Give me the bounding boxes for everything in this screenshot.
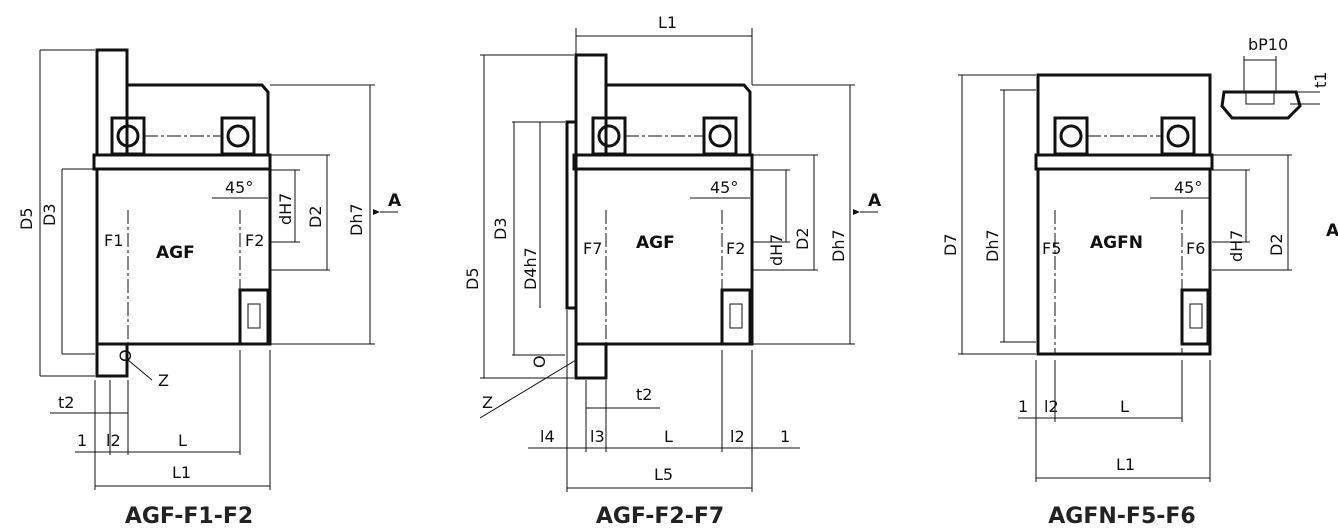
angle-right: 45° [1174, 178, 1202, 197]
label-agf-mid: AGF [636, 233, 675, 253]
dim-l1-right: L1 [1116, 455, 1135, 474]
body-right [1036, 167, 1212, 356]
label-z-mid: Z [482, 393, 493, 412]
dim-d2-mid: D2 [793, 228, 812, 251]
view-arrow-a-left: A [388, 191, 402, 211]
dim-d2-left: D2 [306, 206, 325, 229]
dim-l3: l3 [590, 427, 605, 446]
label-f2-mid: F2 [726, 239, 745, 258]
dim-l4: l4 [540, 427, 555, 446]
dim-d3-left: D3 [40, 204, 59, 227]
dim-dh7-mid: Dh7 [829, 229, 848, 262]
dim-1-left: 1 [77, 431, 87, 450]
dim-l1-left: L1 [172, 463, 191, 482]
dim-l-right: L [1120, 397, 1129, 416]
dim-l5: L5 [654, 465, 673, 484]
caption-agfn-f5-f6: AGFN-F5-F6 [1048, 504, 1195, 529]
dim-l2-mid: l2 [730, 427, 745, 446]
outer-ring [125, 83, 270, 157]
view-agfn-f5-f6: D7 Dh7 D2 dH7 45° A F5 AGFN F6 bP10 t1 1… [941, 35, 1338, 529]
dim-bp10: bP10 [1248, 35, 1288, 54]
dim-l1-mid: L1 [658, 13, 677, 32]
dim-1-right: 1 [1018, 397, 1028, 416]
label-z-left: Z [158, 371, 169, 390]
caption-agf-f2-f7: AGF-F2-F7 [596, 504, 724, 529]
label-agfn: AGFN [1090, 233, 1143, 253]
dim-dh7-bore-mid: dH7 [767, 234, 786, 266]
angle-left: 45° [225, 178, 253, 197]
dim-l-mid: L [664, 427, 673, 446]
dim-l2-left: l2 [106, 431, 121, 450]
dim-d4h7: D4h7 [521, 247, 540, 290]
outer-ring-mid [604, 83, 752, 157]
dim-d2-right: D2 [1267, 234, 1286, 257]
label-o-left: O [116, 349, 135, 362]
label-f2-left: F2 [245, 231, 264, 250]
flange-f2-bottom [238, 288, 270, 346]
label-f5: F5 [1042, 239, 1061, 258]
dim-t1: t1 [1311, 72, 1330, 88]
dim-dh7-right: Dh7 [983, 229, 1002, 262]
dim-dh7-bore-right: dH7 [1227, 230, 1246, 262]
view-arrow-a-right: A [1326, 221, 1338, 241]
dim-l-left: L [178, 431, 187, 450]
view-arrow-a-mid: A [868, 191, 882, 211]
dim-t2-left: t2 [58, 393, 74, 412]
angle-mid: 45° [710, 178, 738, 197]
label-f6: F6 [1186, 239, 1205, 258]
inner-ring [92, 153, 272, 171]
dim-d7: D7 [941, 234, 960, 257]
label-agf-left: AGF [156, 243, 195, 263]
pilot-d4 [565, 120, 578, 310]
dim-1-mid: 1 [780, 427, 790, 446]
dim-d5-mid: D5 [463, 268, 482, 291]
key-section [1220, 90, 1302, 120]
dim-t2-mid: t2 [636, 385, 652, 404]
label-o-mid: O [530, 355, 549, 368]
caption-agf-f1-f2: AGF-F1-F2 [125, 504, 253, 529]
view-agf-f1-f2: D5 D3 Dh7 D2 dH7 45° A F1 AGF F2 O Z t2 … [17, 48, 402, 529]
dim-l2-right: l2 [1044, 397, 1059, 416]
flange-f1-bottom [95, 342, 129, 378]
body [95, 167, 272, 346]
dim-d5-left: D5 [17, 208, 36, 231]
label-f7: F7 [583, 239, 602, 258]
dim-dh7-left: Dh7 [347, 203, 366, 236]
dim-dh7-bore-left: dH7 [276, 193, 295, 225]
label-f1: F1 [104, 231, 123, 250]
view-agf-f2-f7: D5 D3 D4h7 Dh7 D2 dH7 45° A F7 AGF F2 L1… [463, 13, 882, 529]
dim-d3-mid: D3 [491, 218, 510, 241]
